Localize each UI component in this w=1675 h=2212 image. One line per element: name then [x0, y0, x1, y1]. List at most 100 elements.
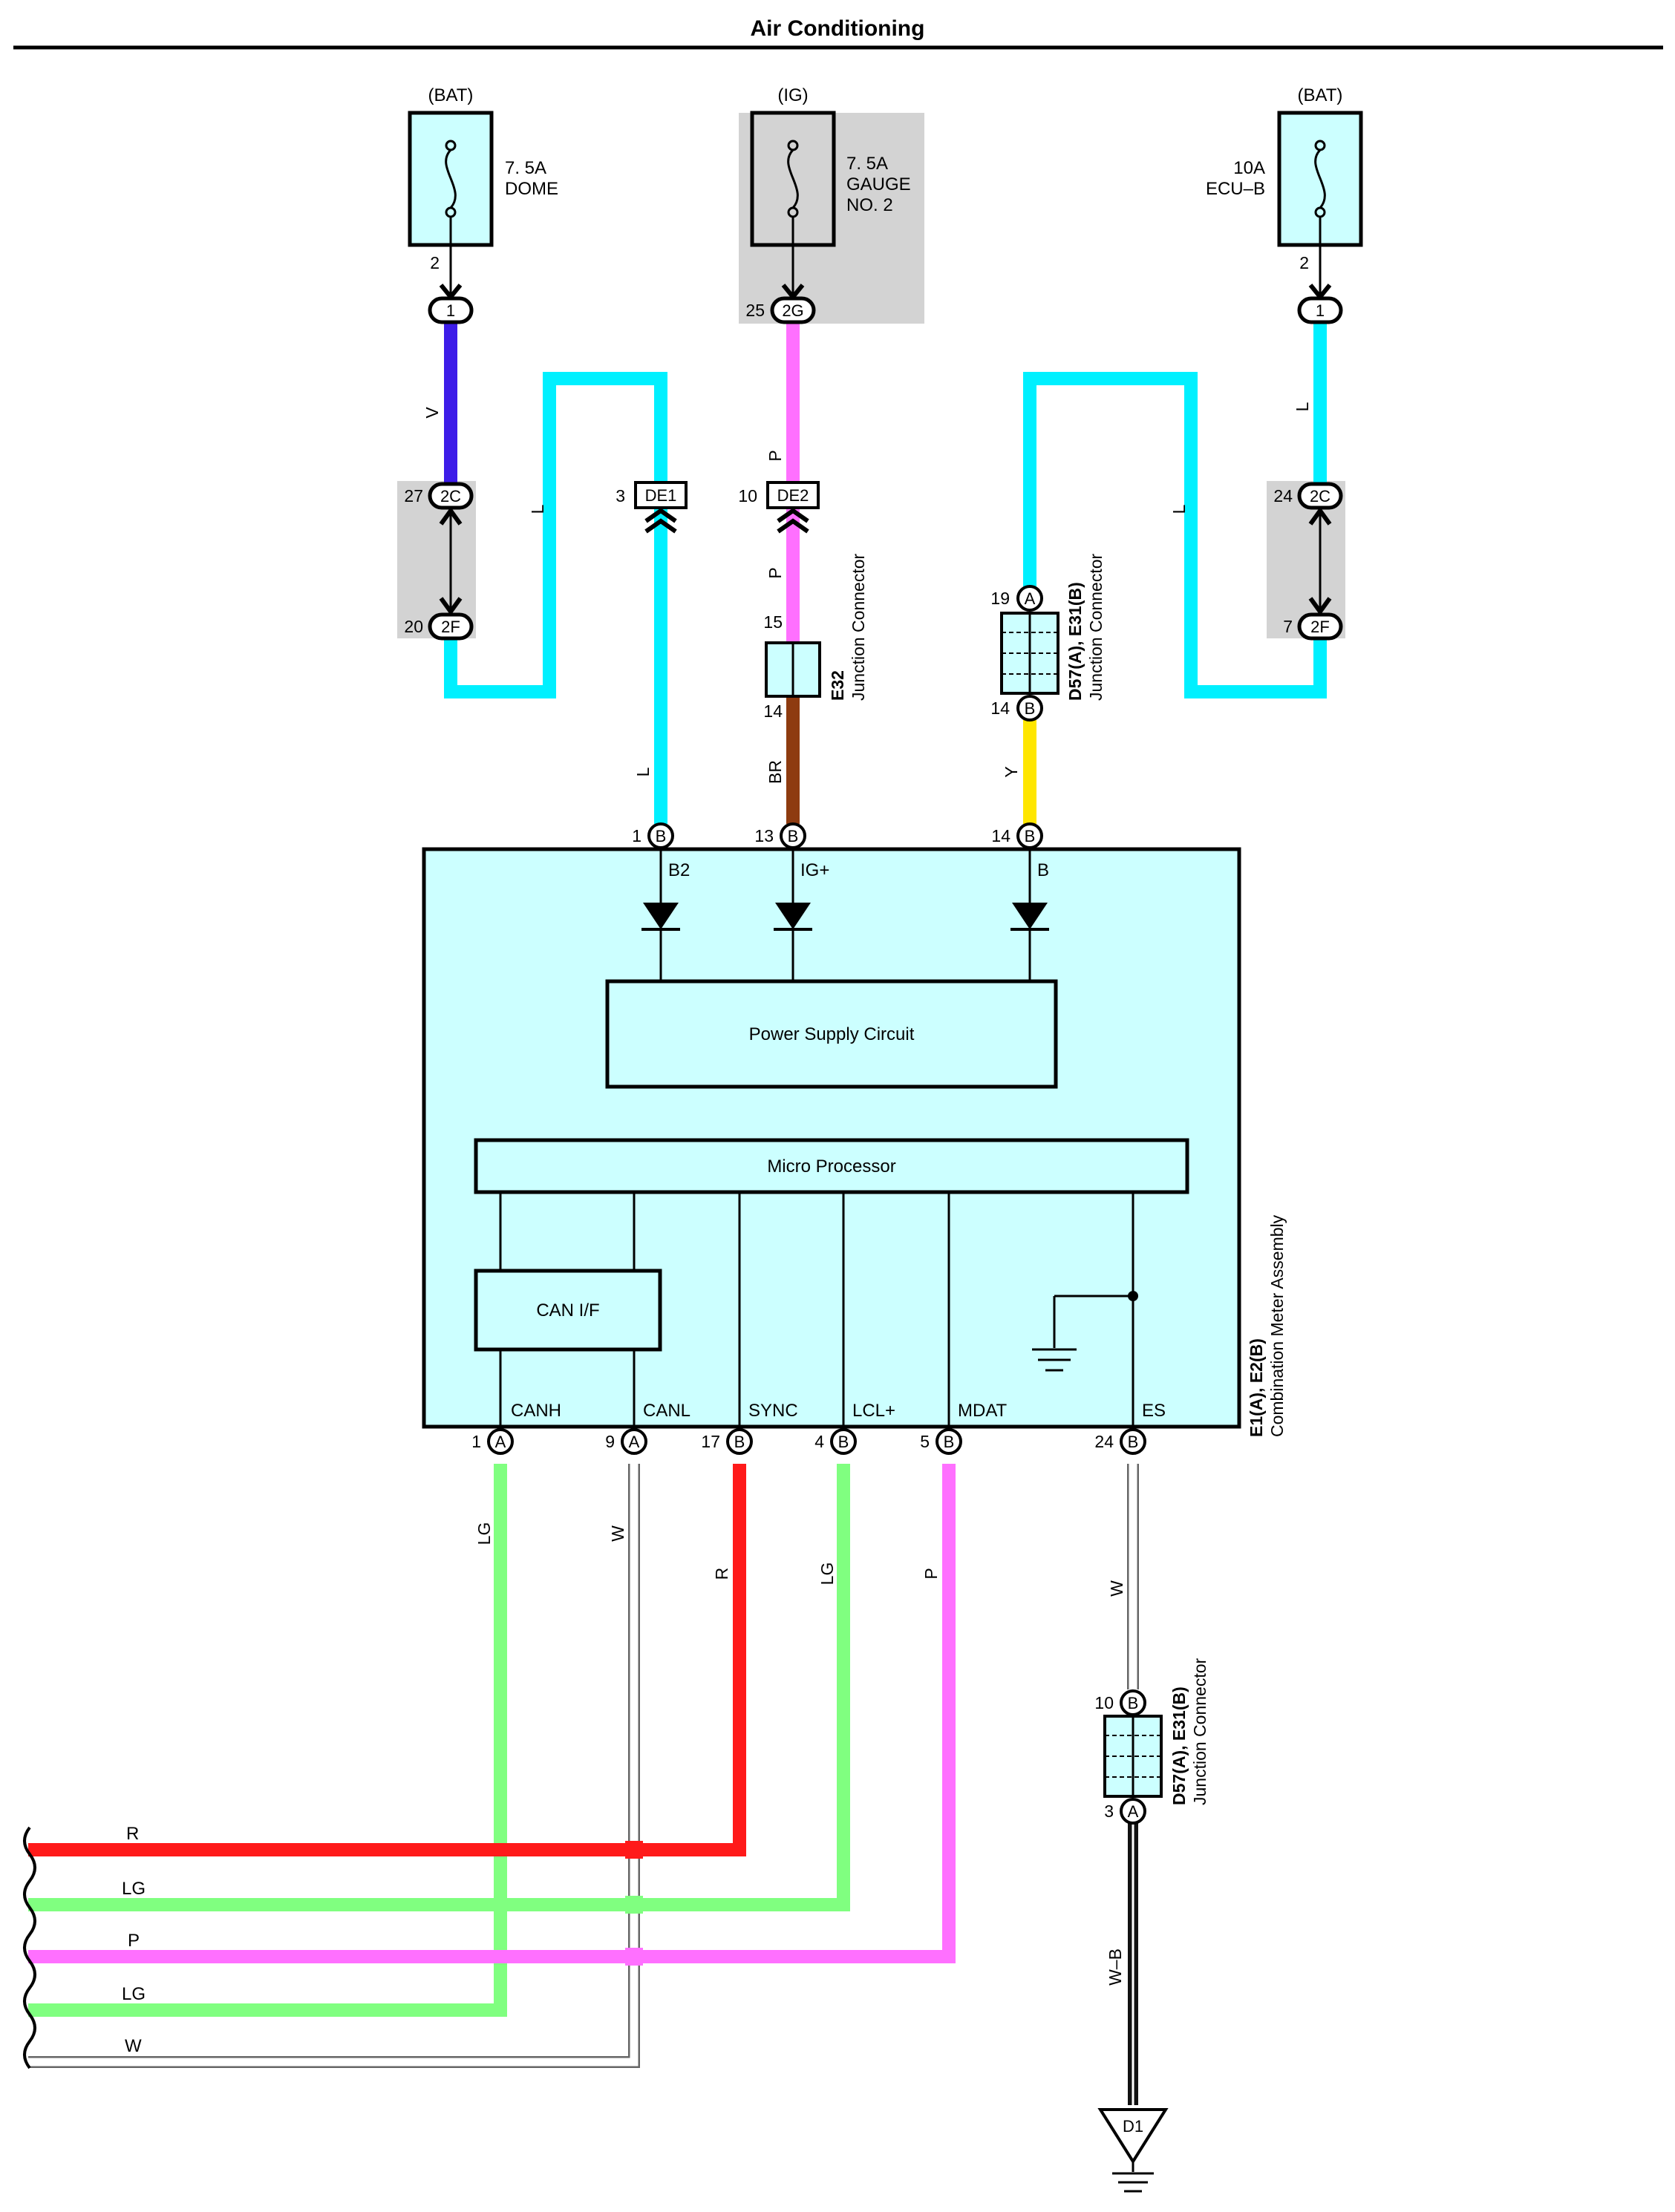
pin-20: 20 [404, 617, 423, 636]
jc-top-name: D57(A), E31(B) [1065, 582, 1085, 701]
meter-name: E1(A), E2(B) [1247, 1338, 1266, 1437]
ground-d1: D1 [1097, 2108, 1169, 2193]
meter-pin-5: 5 [920, 1432, 930, 1451]
fuse-dome-rating: 7. 5A [505, 158, 546, 178]
wire-lg-lcl [28, 1464, 850, 1911]
svg-text:B: B [1128, 1433, 1139, 1451]
fuse-dome-source: (BAT) [428, 85, 474, 105]
svg-text:2F: 2F [1310, 618, 1330, 636]
wire-l-left [444, 372, 667, 824]
label-p-mid: P [765, 567, 785, 578]
label-p-top: P [765, 450, 785, 461]
label-l-de1: L [633, 767, 653, 776]
micro-processor-label: Micro Processor [767, 1156, 895, 1177]
label-v: V [422, 407, 442, 419]
svg-text:2F: 2F [441, 618, 460, 636]
bus-label-lg-1: LG [122, 1879, 146, 1899]
can-if-label: CAN I/F [536, 1300, 599, 1321]
svg-text:A: A [1025, 589, 1036, 608]
connector-1-left: 1 [428, 296, 474, 324]
svg-text:DE2: DE2 [777, 486, 809, 505]
page-title: Air Conditioning [751, 16, 925, 41]
jc-top-desc: Junction Connector [1086, 553, 1106, 701]
meter-label-ig: IG+ [800, 860, 829, 880]
fuse-dome [408, 111, 494, 303]
label-p-mdat: P [921, 1568, 941, 1579]
label-wb: W–B [1106, 1948, 1125, 1986]
svg-text:B: B [838, 1433, 849, 1451]
label-lg-lcl: LG [817, 1563, 837, 1586]
label-w-es: W [1107, 1580, 1126, 1597]
svg-text:B: B [1025, 699, 1036, 718]
fuse-gauge-name: GAUGE [846, 174, 911, 194]
svg-text:A: A [1128, 1802, 1139, 1821]
label-r-sync: R [712, 1568, 731, 1580]
bus-label-w: W [125, 2036, 142, 2056]
pin-3-de1: 3 [616, 486, 625, 505]
meter-pin-13: 13 [754, 826, 774, 845]
meter-pin-17: 17 [701, 1432, 720, 1451]
meter-label-sync: SYNC [748, 1401, 798, 1421]
fuse-ecu-b [1277, 111, 1363, 303]
fuse-gauge-rating: 7. 5A [846, 154, 888, 174]
svg-text:1: 1 [446, 301, 455, 320]
meter-label-b2: B2 [668, 860, 690, 880]
meter-bottom-connectors: A A B B B B [487, 1428, 1146, 1455]
connector-2f-left: 2F [428, 612, 474, 641]
jc-bot-desc: Junction Connector [1190, 1658, 1209, 1805]
meter-pin-14-top: 14 [991, 826, 1010, 845]
junction-d57-e31-top: A B [1000, 585, 1059, 721]
junction-e32 [765, 641, 821, 698]
jc-bot-name: D57(A), E31(B) [1169, 1686, 1189, 1805]
wire-r-sync [28, 1464, 746, 1856]
connector-de1: DE1 [634, 481, 688, 534]
right-junction-arrows [1308, 506, 1332, 616]
fuse-ecu-b-source: (BAT) [1298, 85, 1343, 105]
meter-label-b: B [1037, 860, 1049, 880]
wire-lg-canh [28, 1464, 507, 2017]
e32-pin-15: 15 [763, 612, 783, 632]
svg-text:B: B [788, 827, 799, 845]
harness-break-line [23, 1826, 36, 2069]
pin-24-right: 24 [1273, 486, 1293, 505]
label-l-right: L [1293, 402, 1312, 411]
meter-pin-24: 24 [1094, 1432, 1114, 1451]
svg-text:1: 1 [1316, 301, 1325, 320]
jc-bot-pin-3: 3 [1104, 1802, 1114, 1821]
bus-label-lg-2: LG [122, 1984, 146, 2004]
svg-text:A: A [629, 1433, 640, 1451]
jc-top-pin-14: 14 [990, 698, 1010, 718]
connector-1-right: 1 [1297, 296, 1343, 324]
e32-name: E32 [828, 670, 847, 701]
pin-7: 7 [1283, 617, 1293, 636]
connector-2g: 2G [770, 296, 816, 324]
jc-bot-pin-10: 10 [1094, 1693, 1114, 1712]
label-w-canl: W [608, 1525, 627, 1542]
label-l-left-loop: L [528, 504, 547, 514]
meter-top-connectors: B B B [647, 822, 1043, 849]
meter-label-lcl: LCL+ [852, 1401, 895, 1421]
meter-pin-1-bottom: 1 [471, 1432, 481, 1451]
left-junction-arrows [439, 506, 463, 616]
svg-text:B: B [734, 1433, 745, 1451]
label-br: BR [765, 760, 785, 784]
fuse-dome-pin: 2 [430, 253, 440, 272]
fuse-dome-name: DOME [505, 179, 558, 199]
wire-l-right-loop [1023, 372, 1327, 698]
meter-label-canh: CANH [511, 1401, 561, 1421]
svg-text:D1: D1 [1123, 2117, 1143, 2136]
combination-meter-box [422, 847, 1241, 1429]
connector-2c-right: 2C [1297, 482, 1343, 510]
pin-27: 27 [404, 486, 423, 505]
fuse-ecu-b-pin: 2 [1299, 253, 1309, 272]
bus-label-r: R [126, 1824, 139, 1844]
junction-d57-e31-bottom: B A [1103, 1689, 1163, 1825]
e32-pin-14: 14 [763, 701, 783, 721]
svg-text:2G: 2G [782, 301, 803, 320]
power-supply-label: Power Supply Circuit [749, 1024, 915, 1044]
meter-pin-4: 4 [814, 1432, 824, 1451]
meter-label-mdat: MDAT [958, 1401, 1008, 1421]
pin-10-de2: 10 [738, 486, 757, 505]
label-y: Y [1002, 766, 1021, 777]
